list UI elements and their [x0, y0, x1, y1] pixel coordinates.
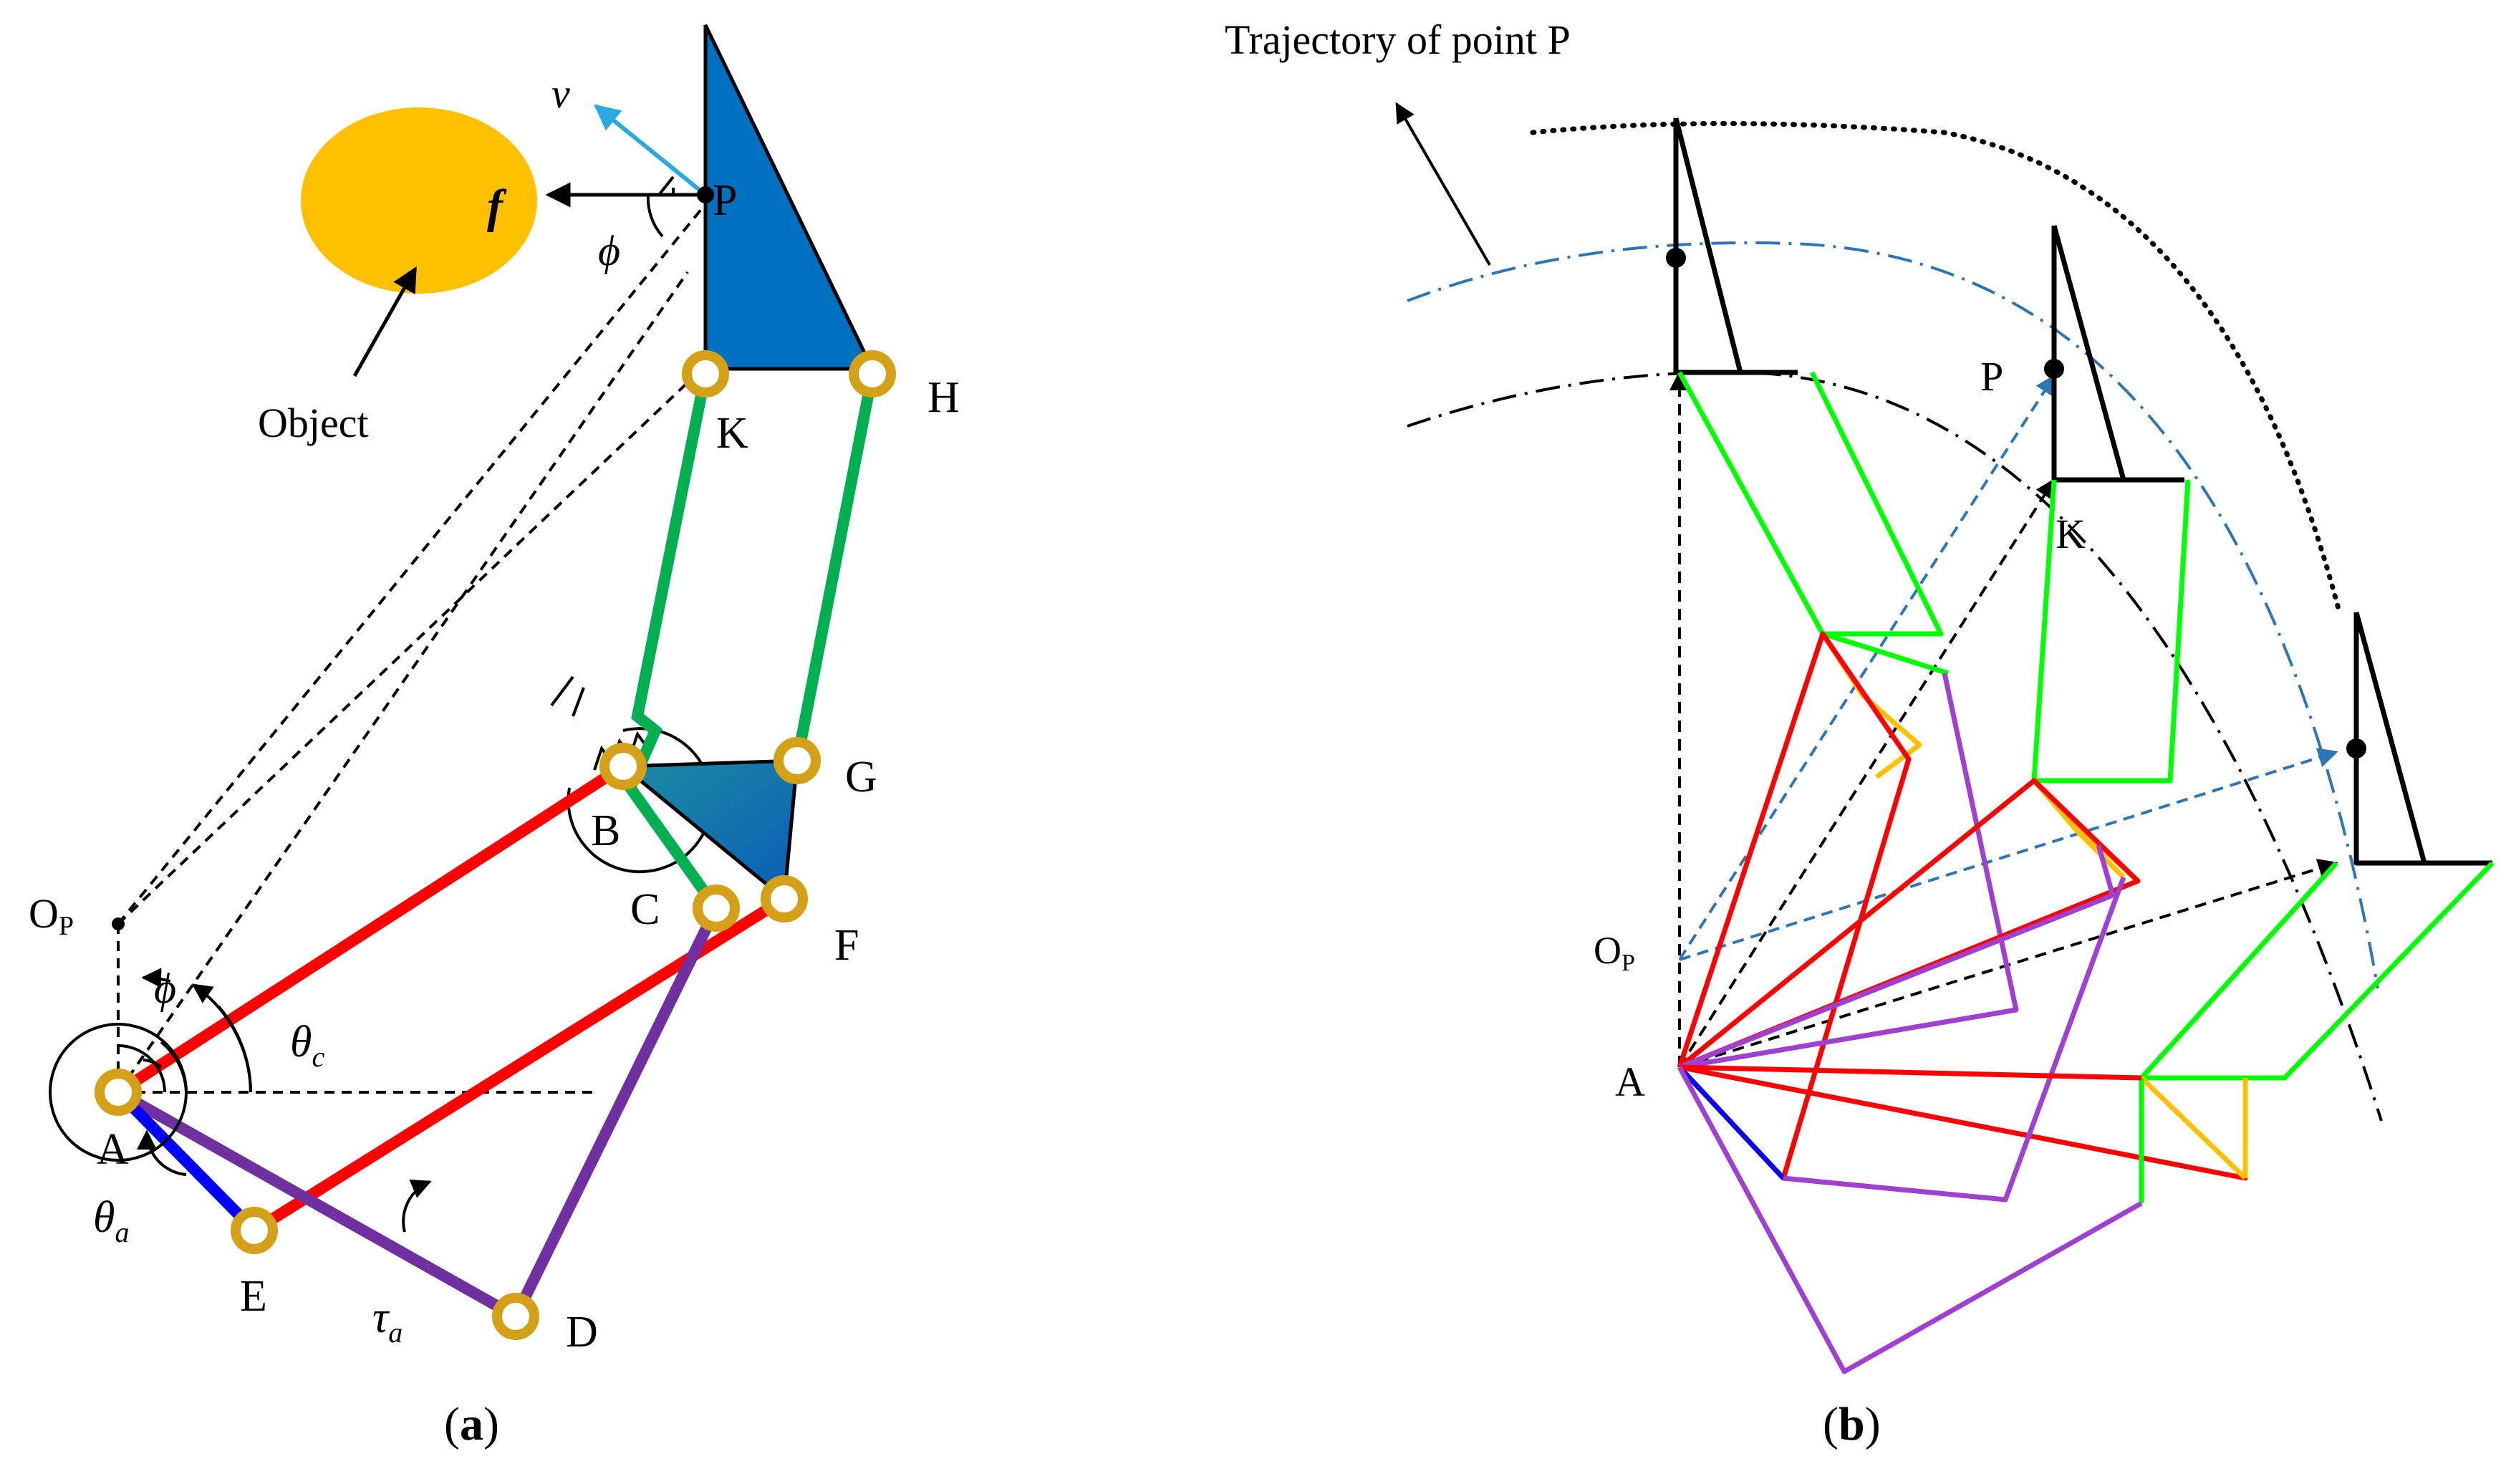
blue-link	[112, 1086, 260, 1236]
trajectory-outer-dotted	[1530, 121, 2341, 612]
joint-h	[849, 350, 896, 398]
green-links	[623, 368, 878, 914]
right-angle-mark	[657, 175, 675, 196]
joint-e	[231, 1207, 278, 1254]
p-dot-2	[2044, 359, 2064, 379]
joints	[95, 350, 896, 1340]
purple-links	[112, 902, 722, 1322]
label-a-a: A	[97, 1125, 129, 1174]
torsion-spring	[550, 675, 713, 874]
p-dot-3	[2346, 738, 2366, 758]
panel-b: Trajectory of point P P K A OP (b)	[1225, 16, 2495, 1450]
joint-b	[599, 743, 647, 790]
point-op-dot	[112, 917, 125, 930]
velocity-arrow	[594, 104, 707, 197]
label-phi-p: ϕ	[598, 227, 620, 274]
label-tau-a: τa	[372, 1293, 403, 1349]
label-phi-a: ϕ	[154, 965, 176, 1012]
label-theta-a: θa	[93, 1193, 129, 1248]
label-op-a: OP	[29, 890, 74, 941]
trajectory-blue-dashdot	[1407, 241, 2379, 989]
label-h-a: H	[927, 373, 960, 422]
configuration-1	[1673, 117, 2019, 1181]
label-p-b: P	[1980, 353, 2003, 400]
point-p-dot	[697, 186, 714, 203]
p-dot-1	[1666, 248, 1686, 268]
label-k-a: K	[716, 409, 748, 458]
joint-a	[95, 1069, 142, 1116]
object-label: Object	[258, 400, 369, 446]
label-b-a: B	[591, 806, 620, 855]
label-e-a: E	[240, 1272, 267, 1321]
label-op-b: OP	[1594, 929, 1635, 976]
object-ellipse	[301, 107, 537, 294]
caption-a: (a)	[444, 1398, 499, 1450]
label-theta-c: θc	[290, 1018, 324, 1073]
object-pointer	[352, 266, 418, 377]
label-a-b: A	[1615, 1059, 1645, 1105]
joint-k	[682, 350, 729, 398]
coupler-triangle	[618, 758, 799, 902]
label-k-b: K	[2056, 511, 2086, 557]
phi-arc-p	[646, 194, 664, 238]
label-f-a: F	[834, 921, 859, 970]
reference-dashed-lines	[117, 203, 707, 1094]
label-g-a: G	[845, 753, 877, 801]
trajectory-pointer	[1395, 102, 1491, 266]
panel-a: Object P K H G B C F A E D OP v f ϕ ϕ θc…	[29, 24, 960, 1450]
joint-g	[774, 737, 821, 784]
joint-f	[761, 875, 808, 922]
trajectory-label: Trajectory of point P	[1225, 16, 1571, 63]
caption-b: (b)	[1823, 1398, 1881, 1450]
red-links	[112, 761, 790, 1236]
joint-d	[492, 1293, 539, 1340]
label-d-a: D	[566, 1308, 598, 1357]
label-c-a: C	[630, 885, 660, 934]
label-v: v	[551, 70, 570, 117]
angle-arcs	[49, 968, 432, 1233]
configuration-3	[1677, 612, 2495, 1374]
joint-c	[693, 885, 740, 932]
trajectory-black-dashdot	[1407, 370, 2383, 1122]
label-p-a: P	[713, 176, 737, 225]
